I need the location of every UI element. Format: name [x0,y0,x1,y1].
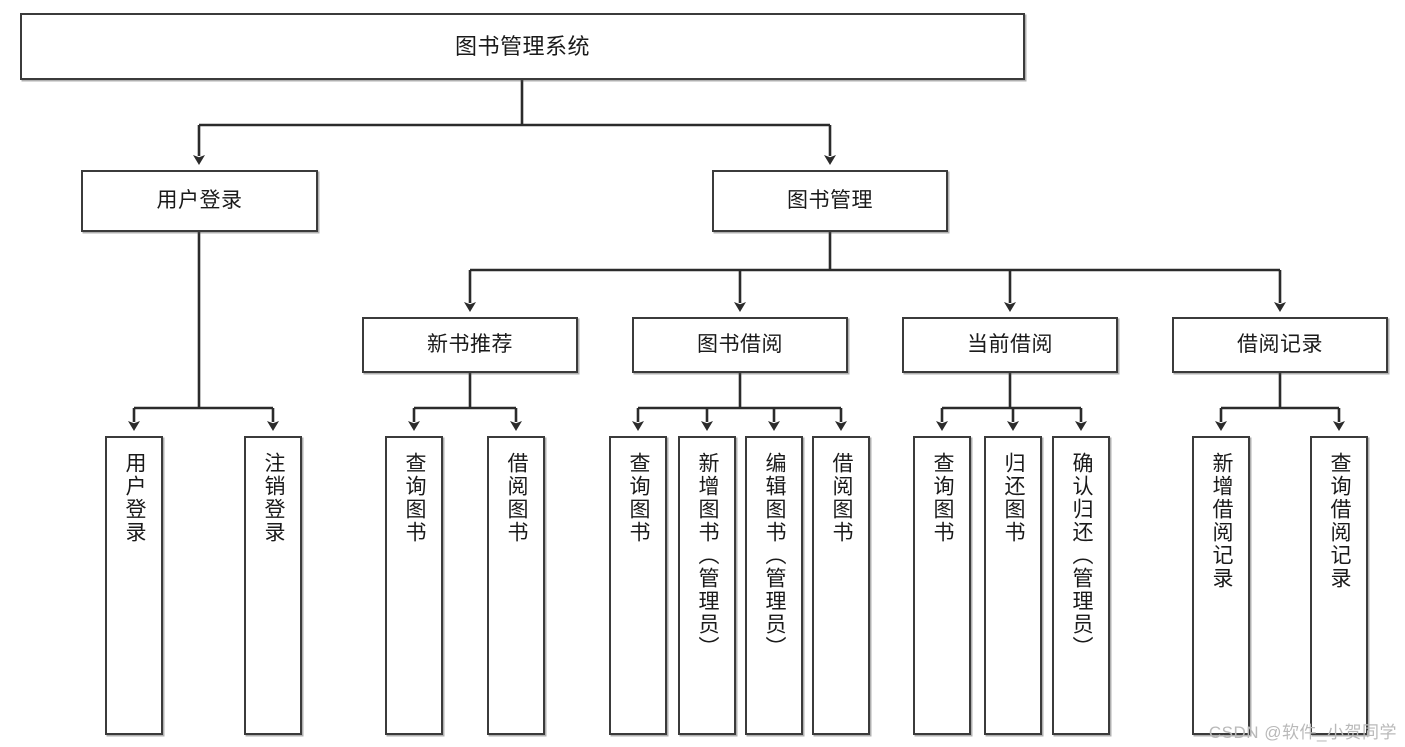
node-new-book-recommend[interactable]: 新书推荐 [362,317,578,373]
node-leaf-add-record-label: 新增借阅记录 [1210,452,1234,590]
node-book-borrow[interactable]: 图书借阅 [632,317,848,373]
node-leaf-query-book-3-label: 查询图书 [931,452,955,544]
node-leaf-user-logout-label: 注销登录 [262,452,286,544]
node-leaf-borrow-book-1-label: 借阅图书 [505,452,529,544]
node-leaf-return-book[interactable]: 归还图书 [984,436,1042,735]
node-leaf-query-book-3[interactable]: 查询图书 [913,436,971,735]
node-borrow-record-label: 借阅记录 [1237,332,1323,356]
node-book-manage[interactable]: 图书管理 [712,170,948,232]
node-user-login[interactable]: 用户登录 [81,170,318,232]
node-leaf-borrow-book-1[interactable]: 借阅图书 [487,436,545,735]
node-leaf-query-book-2-label: 查询图书 [627,452,651,544]
csdn-watermark: CSDN @软件_小贺同学 [1208,723,1397,742]
node-leaf-user-login[interactable]: 用户登录 [105,436,163,735]
node-leaf-user-logout[interactable]: 注销登录 [244,436,302,735]
node-leaf-borrow-book-2[interactable]: 借阅图书 [812,436,870,735]
node-user-login-label: 用户登录 [156,188,243,212]
node-leaf-confirm-return[interactable]: 确认归还（管理员） [1052,436,1110,735]
node-book-manage-label: 图书管理 [787,188,873,212]
node-root-system-label: 图书管理系统 [454,33,590,59]
node-leaf-edit-book-label: 编辑图书（管理员） [763,452,787,659]
node-leaf-edit-book[interactable]: 编辑图书（管理员） [745,436,803,735]
node-leaf-borrow-book-2-label: 借阅图书 [830,452,854,544]
node-leaf-add-book[interactable]: 新增图书（管理员） [678,436,736,735]
node-leaf-return-book-label: 归还图书 [1002,452,1026,544]
node-leaf-user-login-label: 用户登录 [123,452,147,544]
node-leaf-confirm-return-label: 确认归还（管理员） [1070,452,1094,659]
node-new-book-recommend-label: 新书推荐 [427,332,513,356]
node-borrow-record[interactable]: 借阅记录 [1172,317,1388,373]
node-leaf-query-book-2[interactable]: 查询图书 [609,436,667,735]
node-book-borrow-label: 图书借阅 [697,332,783,356]
node-leaf-add-book-label: 新增图书（管理员） [696,452,720,659]
node-root-system[interactable]: 图书管理系统 [20,13,1025,80]
node-current-borrow-label: 当前借阅 [967,332,1053,356]
node-leaf-query-record[interactable]: 查询借阅记录 [1310,436,1368,735]
node-leaf-query-record-label: 查询借阅记录 [1328,452,1352,590]
node-leaf-query-book-1[interactable]: 查询图书 [385,436,443,735]
node-leaf-add-record[interactable]: 新增借阅记录 [1192,436,1250,735]
node-leaf-query-book-1-label: 查询图书 [403,452,427,544]
node-current-borrow[interactable]: 当前借阅 [902,317,1118,373]
